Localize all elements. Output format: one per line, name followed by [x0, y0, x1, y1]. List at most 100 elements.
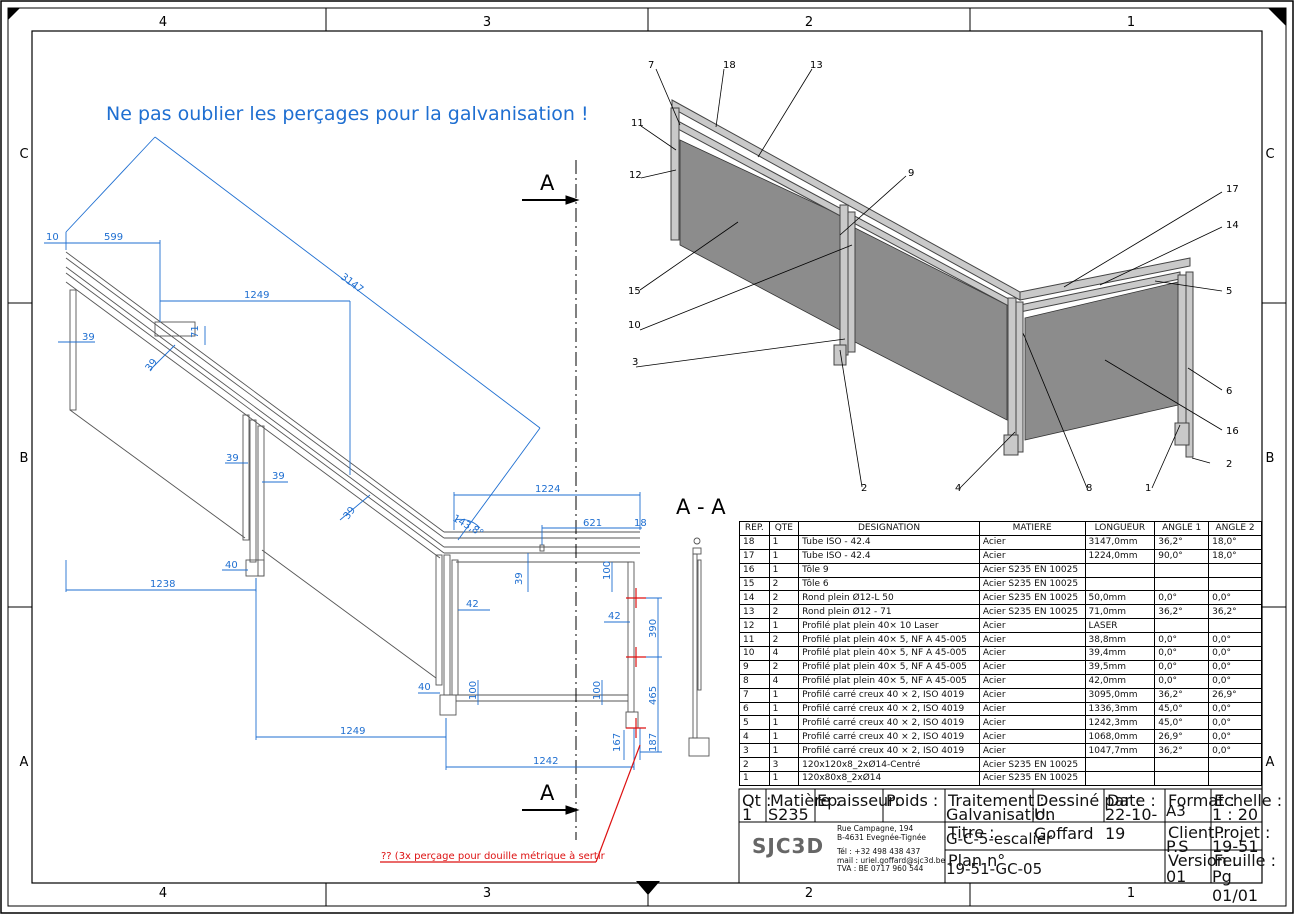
address-line-1: Rue Campagne, 194	[837, 824, 914, 833]
bom-cell-qte: 1	[768, 534, 800, 550]
callout-11: 11	[631, 118, 644, 129]
bom-cell-angle2: 0,0°	[1208, 715, 1262, 731]
bom-cell-qte: 2	[768, 604, 800, 620]
bom-cell-angle2: 0,0°	[1208, 743, 1262, 759]
bom-cell-rep: 10	[739, 646, 770, 661]
titre-label: Titre :	[948, 823, 995, 842]
bom-cell-angle1	[1154, 576, 1210, 592]
bom-cell-angle1: 36,2°	[1154, 687, 1210, 703]
bom-cell-matiere: Acier	[978, 743, 1086, 759]
zone-col-2-bottom: 2	[805, 886, 813, 901]
bom-cell-qte: 1	[768, 743, 800, 759]
bom-cell-angle2: 18,0°	[1208, 534, 1262, 550]
version-label: Version :	[1168, 851, 1238, 870]
bom-cell-matiere: Acier S235 EN 10025	[978, 576, 1086, 592]
dim-100-c: 100	[592, 681, 603, 700]
bom-cell-matiere: Acier S235 EN 10025	[978, 590, 1086, 606]
bom-cell-angle1	[1154, 757, 1210, 773]
bom-cell-rep: 18	[739, 534, 770, 550]
bom-cell-angle2: 0,0°	[1208, 673, 1262, 689]
bom-cell-qte: 1	[768, 562, 800, 578]
bom-cell-longueur: 39,4mm	[1084, 646, 1156, 661]
dim-18: 18	[634, 518, 647, 529]
poids-label: Poids :	[886, 791, 939, 810]
company-email: mail : uriel.goffard@sjc3d.be	[837, 855, 946, 865]
callout-2: 2	[861, 483, 867, 494]
dessine-value: U. Goffard	[1034, 805, 1094, 843]
bom-cell-designation: 120x120x8_2xØ14-Centré	[798, 757, 980, 773]
bom-cell-angle2: 0,0°	[1208, 659, 1262, 675]
isometric-view	[670, 99, 1194, 458]
bom-cell-designation: Profilé plat plein 40× 5, NF A 45-005	[798, 632, 980, 648]
matiere-label: Matière :	[770, 791, 841, 810]
bom-cell-angle2: 26,9°	[1208, 687, 1262, 703]
dim-42-a: 42	[466, 599, 479, 610]
bom-header-angle2: ANGLE 2	[1208, 521, 1262, 536]
client-label: Client :	[1168, 823, 1225, 842]
bom-cell-matiere: Acier	[978, 687, 1086, 703]
bom-cell-qte: 1	[768, 771, 800, 786]
bom-cell-rep: 7	[739, 687, 770, 703]
callout-6: 6	[1226, 386, 1232, 397]
bom-cell-angle1: 0,0°	[1154, 646, 1210, 661]
dim-71: 71	[190, 325, 201, 338]
bom-cell-rep: 12	[739, 618, 770, 634]
bom-header-rep: REP.	[739, 521, 770, 536]
callout-10: 10	[628, 320, 641, 331]
bom-cell-matiere: Acier	[978, 548, 1086, 564]
zone-col-4: 4	[159, 15, 167, 30]
bom-cell-rep: 16	[739, 562, 770, 578]
bom-cell-designation: Profilé plat plein 40× 5, NF A 45-005	[798, 659, 980, 675]
zone-col-4-bottom: 4	[159, 886, 167, 901]
feuille-value: Pg 01/01	[1212, 867, 1259, 905]
bom-cell-qte: 4	[768, 673, 800, 689]
dimension-lines	[44, 136, 662, 770]
dim-599: 599	[104, 232, 123, 243]
dim-40-a: 40	[225, 560, 238, 571]
bom-cell-rep: 13	[739, 604, 770, 620]
bom-cell-rep: 2	[739, 757, 770, 773]
company-phone: Tél : +32 498 438 437	[837, 847, 921, 856]
bom-cell-angle2	[1208, 771, 1262, 786]
dim-10: 10	[46, 232, 59, 243]
zone-row-a-right: A	[1266, 755, 1275, 770]
dim-39-c: 39	[226, 453, 239, 464]
callout-8: 8	[1086, 483, 1092, 494]
feuille-label: Feuille :	[1214, 851, 1276, 870]
bom-cell-longueur: 1047,7mm	[1084, 743, 1156, 759]
address-line-2: B-4631 Evegnée-Tignée	[837, 832, 927, 842]
company-logo: SJC3D	[752, 834, 825, 858]
bom-cell-angle2: 0,0°	[1208, 590, 1262, 606]
section-label-bottom: A	[540, 781, 555, 805]
bom-cell-longueur: 42,0mm	[1084, 673, 1156, 689]
dim-187: 187	[648, 733, 659, 752]
dim-100-a: 100	[602, 561, 613, 580]
bom-cell-longueur: 1224,0mm	[1084, 548, 1156, 564]
bom-cell-angle2: 0,0°	[1208, 729, 1262, 745]
bom-cell-matiere: Acier	[978, 534, 1086, 550]
bom-cell-angle2: 0,0°	[1208, 632, 1262, 648]
bom-cell-qte: 1	[768, 701, 800, 717]
bom-cell-rep: 8	[739, 673, 770, 689]
dim-39-b: 39	[144, 357, 160, 374]
bom-cell-angle2	[1208, 618, 1262, 634]
bom-cell-qte: 2	[768, 576, 800, 592]
dim-1242: 1242	[533, 756, 558, 767]
bom-cell-matiere: Acier	[978, 701, 1086, 717]
bom-cell-designation: Profilé carré creux 40 × 2, ISO 4019	[798, 729, 980, 745]
qt-value: 1	[742, 805, 753, 824]
dim-42-b: 42	[608, 611, 621, 622]
bom-cell-longueur: 3095,0mm	[1084, 687, 1156, 703]
callout-17: 17	[1226, 184, 1239, 195]
bom-cell-angle2: 0,0°	[1208, 701, 1262, 717]
dessine-label: Dessiné par :	[1036, 791, 1142, 810]
bom-cell-qte: 3	[768, 757, 800, 773]
bom-cell-angle2	[1208, 576, 1262, 592]
zone-col-1: 1	[1127, 15, 1135, 30]
bom-cell-longueur	[1084, 576, 1156, 592]
bom-cell-longueur: 1336,3mm	[1084, 701, 1156, 717]
